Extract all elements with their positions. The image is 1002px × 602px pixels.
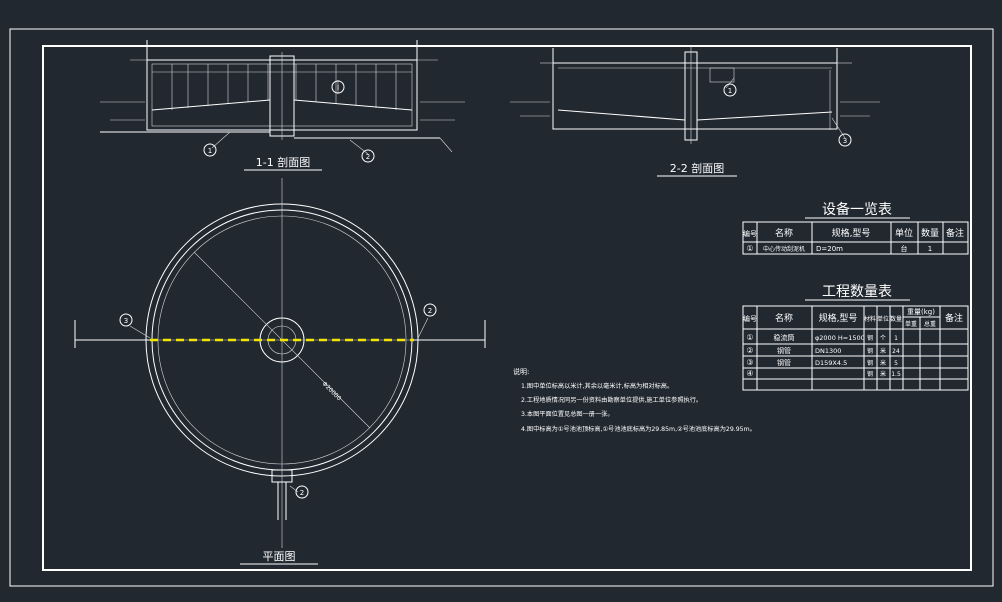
qt-row-3-name: 钢管 <box>777 358 791 367</box>
qt-header-total-weight: 总重 <box>924 320 936 328</box>
qt-header-weight: 重量(kg) <box>907 308 935 316</box>
marker-2-plan-bottom <box>295 485 309 499</box>
diameter-dimension: Φ20000 <box>321 380 343 402</box>
marker-2-plan-right <box>423 303 437 317</box>
equipment-table-grid <box>742 221 969 255</box>
qt-row-1-material: 钢 <box>867 334 873 342</box>
marker-1-s11 <box>203 143 217 157</box>
note-item-4: 4.图中标高为①号池池顶标高,①号池池底标高为29.85m,②号池池底标高为29… <box>521 425 756 433</box>
qt-row-3-qty: 5 <box>894 360 898 367</box>
qt-header-no: 编号 <box>743 314 757 323</box>
eq-row-1-qty: 1 <box>928 245 932 253</box>
marker-1-s22-label: 1 <box>728 87 732 95</box>
quantity-table-grid <box>742 305 969 391</box>
marker-1-s11-label: 1 <box>208 147 212 155</box>
eq-header-name: 名称 <box>775 227 793 239</box>
qt-row-1-qty: 1 <box>894 335 898 342</box>
eq-header-no: 编号 <box>743 229 757 238</box>
note-item-3: 3.本图平面位置见总图一册一张。 <box>521 410 614 418</box>
qt-row-1-spec: φ2000 H=1500 <box>815 334 865 342</box>
eq-header-unit: 单位 <box>895 227 913 239</box>
marker-3-s22 <box>838 133 852 147</box>
qt-row-2-unit: 米 <box>880 347 886 355</box>
qt-row-1-name: 稳流筒 <box>774 333 795 342</box>
eq-header-remark: 备注 <box>946 227 964 239</box>
equipment-table-title: 设备一览表 <box>822 201 892 218</box>
qt-row-1-no: ① <box>746 333 753 342</box>
section-1-1-title: 1-1 剖面图 <box>256 155 310 169</box>
marker-i-s11 <box>331 80 345 94</box>
table-row: ③ 钢管 D159X4.5 钢 米 5 <box>746 358 898 367</box>
qt-row-2-name: 钢管 <box>777 346 791 355</box>
qt-row-3-no: ③ <box>746 358 753 367</box>
marker-2-s11-label: 2 <box>366 153 370 161</box>
section-1-1-drawing <box>100 40 465 155</box>
marker-3-s22-label: 3 <box>843 137 847 145</box>
table-row: ① 中心传动刮泥机 D=20m 台 1 <box>746 244 932 253</box>
qt-row-3-material: 钢 <box>867 359 873 367</box>
marker-2-s11 <box>361 149 375 163</box>
note-item-1: 1.图中单位标高以米计,其余以毫米计,标高为相对标高。 <box>521 382 673 390</box>
qt-header-spec: 规格,型号 <box>819 312 858 324</box>
qt-header-unit: 单位 <box>877 315 889 323</box>
equipment-table-header: 编号 名称 规格,型号 单位 数量 备注 <box>743 227 964 239</box>
marker-2-plan-bottom-label: 2 <box>300 489 304 497</box>
qt-header-remark: 备注 <box>945 312 963 324</box>
inner-frame <box>42 45 972 571</box>
table-row: ① 稳流筒 φ2000 H=1500 钢 个 1 <box>746 333 898 342</box>
qt-row-4-qty: 1.5 <box>891 371 901 378</box>
section-2-2-title: 2-2 剖面图 <box>670 161 724 175</box>
eq-row-1-no: ① <box>746 244 753 253</box>
marker-3-plan <box>119 313 133 327</box>
marker-3-plan-label: 3 <box>124 317 128 325</box>
section-2-2-drawing <box>510 46 880 144</box>
marker-2-plan-right-label: 2 <box>428 307 432 315</box>
eq-header-spec: 规格,型号 <box>832 227 871 239</box>
qt-header-qty: 数量 <box>890 315 902 323</box>
qt-row-3-spec: D159X4.5 <box>815 359 847 367</box>
table-row: ② 钢管 DN1300 钢 米 24 <box>746 346 900 355</box>
eq-header-qty: 数量 <box>921 227 939 239</box>
notes-heading: 说明: <box>513 367 529 376</box>
qt-row-4-no: ④ <box>746 369 753 378</box>
qt-row-2-spec: DN1300 <box>815 347 841 355</box>
qt-row-2-no: ② <box>746 346 753 355</box>
table-row: ④ 钢 米 1.5 <box>746 369 901 378</box>
marker-1-s22 <box>723 83 737 97</box>
plan-title: 平面图 <box>263 550 296 563</box>
qt-row-4-unit: 米 <box>880 370 886 378</box>
notes-block: 说明: 1.图中单位标高以米计,其余以毫米计,标高为相对标高。 2.工程地质情况… <box>513 367 756 433</box>
marker-i-s11-label: I <box>337 84 339 92</box>
outer-frame <box>9 28 994 587</box>
qt-row-3-unit: 米 <box>880 359 886 367</box>
qt-row-1-unit: 个 <box>880 335 886 342</box>
qt-row-2-qty: 24 <box>892 348 900 355</box>
quantity-table-header: 编号 名称 规格,型号 材料 单位 数量 重量(kg) 单重 总重 备注 <box>743 308 963 328</box>
eq-row-1-spec: D=20m <box>816 245 843 253</box>
qt-header-name: 名称 <box>775 312 793 324</box>
eq-row-1-name: 中心传动刮泥机 <box>763 245 805 253</box>
eq-row-1-unit: 台 <box>901 244 908 253</box>
qt-header-unit-weight: 单重 <box>905 320 917 328</box>
quantity-table-title: 工程数量表 <box>822 284 892 300</box>
qt-header-material: 材料 <box>864 315 876 323</box>
qt-row-4-material: 钢 <box>867 370 873 378</box>
plan-view-drawing <box>74 178 486 548</box>
qt-row-2-material: 钢 <box>867 347 873 355</box>
note-item-2: 2.工程地质情况同另一份资料由勘察单位提供,施工单位参照执行。 <box>521 396 702 404</box>
